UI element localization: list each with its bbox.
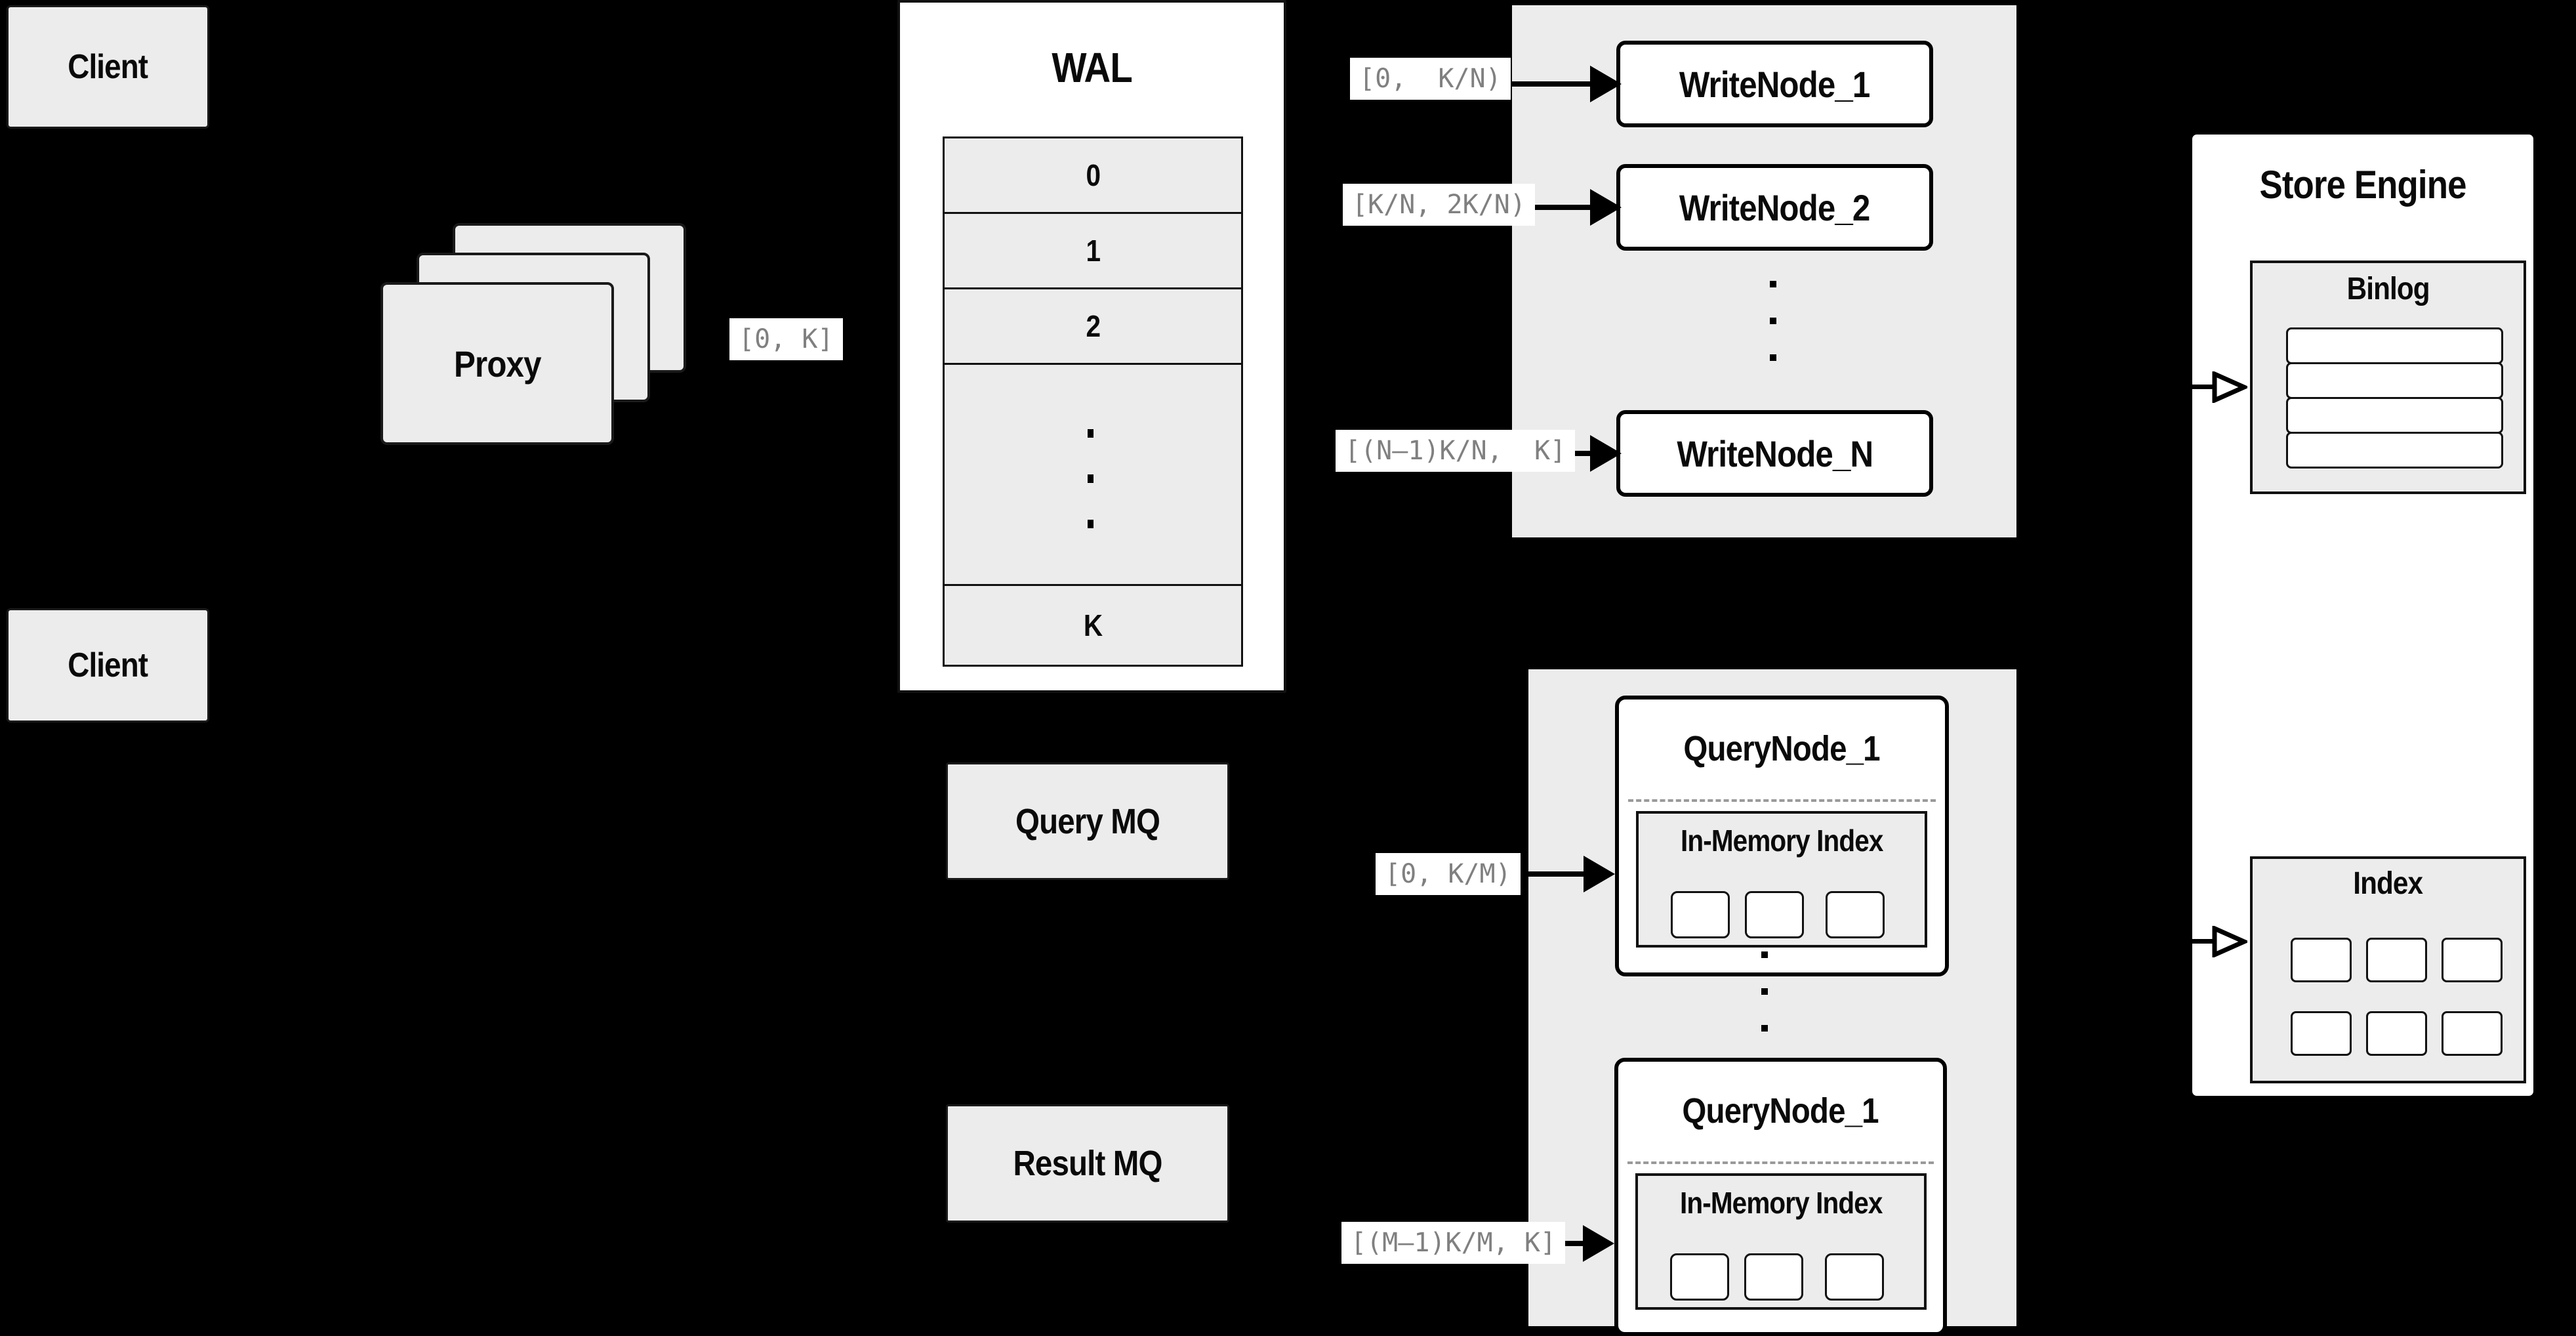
binlog-box: Binlog — [2250, 261, 2526, 494]
index-cell — [2366, 1011, 2427, 1056]
range-label-writenode-2: [K/N, 2K/N) — [1343, 184, 1535, 226]
ellipsis-dot-icon — [1088, 474, 1094, 483]
dashed-divider — [1628, 799, 1936, 802]
wal-ellipsis-cell — [945, 365, 1241, 586]
writenode-2-box: WriteNode_2 — [1616, 164, 1933, 251]
in-memory-index-title: In-Memory Index — [1679, 1186, 1883, 1220]
arrow-line — [2189, 939, 2217, 944]
index-segment-cell — [1745, 891, 1804, 938]
dashed-divider — [1627, 1161, 1934, 1164]
client-top-label: Client — [68, 48, 149, 86]
wal-box: WAL 0 1 2 K — [897, 0, 1286, 693]
index-cell — [2442, 1011, 2503, 1056]
binlog-row — [2286, 327, 2503, 364]
binlog-row — [2286, 432, 2503, 469]
ellipsis-dot-icon — [1088, 429, 1094, 438]
result-mq-box: Result MQ — [946, 1104, 1229, 1222]
arrowhead-icon — [1583, 1225, 1614, 1262]
client-bottom-box: Client — [7, 608, 209, 722]
binlog-row — [2286, 397, 2503, 434]
querynode-bottom-box: QueryNode_1 In-Memory Index — [1614, 1058, 1947, 1336]
wal-segment-row: 2 — [945, 289, 1241, 365]
in-memory-index-box: In-Memory Index — [1636, 811, 1927, 948]
ellipsis-dot-icon — [1761, 988, 1768, 995]
ellipsis-dot-icon — [1088, 520, 1094, 528]
ellipsis-dot-icon — [1761, 1025, 1768, 1032]
client-bottom-label: Client — [68, 646, 149, 684]
arrowhead-icon — [1590, 189, 1622, 226]
arrowhead-icon — [1590, 435, 1622, 472]
store-engine-title: Store Engine — [2259, 163, 2466, 207]
wal-segment-row: 1 — [945, 214, 1241, 289]
wal-segment-row: 0 — [945, 138, 1241, 214]
index-cell — [2291, 938, 2352, 982]
range-label-querynode-m: [(M–1)K/M, K] — [1341, 1222, 1566, 1264]
index-segment-cell — [1826, 891, 1885, 938]
range-label-querynode-1: [0, K/M) — [1376, 853, 1521, 895]
arrow-line — [2189, 385, 2217, 389]
store-engine-box: Store Engine Binlog Index — [2189, 131, 2537, 1099]
hollow-arrowhead-icon — [2212, 926, 2247, 957]
ellipsis-dot-icon — [1761, 951, 1768, 958]
ellipsis-dot-icon — [1770, 281, 1776, 287]
ellipsis-dot-icon — [1770, 354, 1776, 361]
query-mq-box: Query MQ — [946, 762, 1229, 880]
index-cell — [2442, 938, 2503, 982]
wal-segment-table: 0 1 2 K — [943, 136, 1243, 667]
querynode-bottom-title: QueryNode_1 — [1682, 1091, 1879, 1131]
range-label-proxy-wal: [0, K] — [729, 318, 843, 360]
index-segment-cell — [1825, 1253, 1884, 1301]
wal-segment-row-k: K — [945, 586, 1241, 665]
arrow-line — [1476, 871, 1586, 877]
querynode-top-box: QueryNode_1 In-Memory Index — [1615, 696, 1949, 976]
in-memory-index-title: In-Memory Index — [1680, 824, 1883, 858]
in-memory-index-box: In-Memory Index — [1635, 1173, 1927, 1310]
querynode-top-title: QueryNode_1 — [1683, 729, 1881, 768]
arrowhead-icon — [1590, 66, 1622, 102]
index-cell — [2366, 938, 2427, 982]
result-mq-label: Result MQ — [1013, 1144, 1162, 1183]
writenode-n-box: WriteNode_N — [1616, 410, 1933, 497]
ellipsis-dot-icon — [1770, 318, 1776, 324]
range-label-writenode-1: [0, K/N) — [1350, 58, 1511, 100]
range-label-writenode-n: [(N–1)K/N, K] — [1336, 430, 1576, 472]
index-segment-cell — [1671, 891, 1730, 938]
proxy-label: Proxy — [453, 343, 541, 385]
index-title: Index — [2353, 866, 2424, 901]
arrow-line — [1504, 205, 1594, 210]
binlog-row — [2286, 362, 2503, 399]
index-segment-cell — [1744, 1253, 1803, 1301]
proxy-card-front: Proxy — [380, 282, 614, 445]
binlog-title: Binlog — [2346, 272, 2430, 306]
arrow-line — [1473, 81, 1594, 87]
index-box: Index — [2250, 856, 2526, 1083]
arrowhead-icon — [1584, 856, 1615, 892]
wal-title: WAL — [1052, 44, 1132, 91]
hollow-arrowhead-icon — [2212, 371, 2247, 403]
client-top-box: Client — [7, 5, 209, 129]
index-segment-cell — [1670, 1253, 1729, 1301]
writenode-1-box: WriteNode_1 — [1616, 41, 1933, 127]
query-mq-label: Query MQ — [1015, 801, 1160, 841]
index-cell — [2291, 1011, 2352, 1056]
